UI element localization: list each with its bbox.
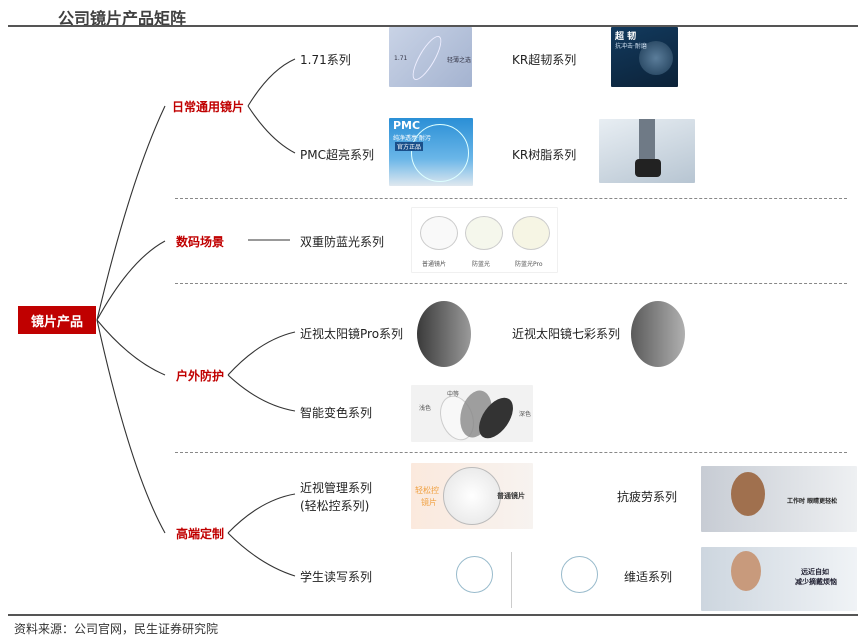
divider — [175, 198, 847, 199]
connector-171 — [247, 58, 296, 107]
connector-outdoor — [96, 319, 166, 376]
lens-kr-tough-image: 超 韧 抗冲击·耐磨 — [611, 27, 678, 87]
bottom-rule — [8, 614, 858, 616]
student-diagram-image — [411, 548, 611, 610]
connector-myopia — [227, 493, 296, 534]
connector-premium — [96, 319, 166, 534]
item-myopia: 近视管理系列 — [300, 481, 373, 495]
item-kr-tough: KR超韧系列 — [512, 53, 577, 67]
connector-photo — [227, 374, 296, 412]
item-weishi: 维适系列 — [624, 570, 673, 584]
weishi-image: 远近自如 减少摘戴烦恼 — [701, 547, 857, 611]
lens-bluelight-image: 普通镜片 防蓝光 防蓝光Pro — [411, 207, 558, 273]
divider — [175, 452, 847, 453]
lens-photochromic-image: 中等 浅色 深色 — [411, 385, 533, 442]
item-student: 学生读写系列 — [300, 570, 373, 584]
connector-pmc — [247, 105, 296, 154]
top-rule — [8, 25, 858, 27]
category-digital: 数码场景 — [176, 235, 225, 249]
root-node: 镜片产品 — [18, 306, 96, 334]
lens-171-image: 1.71 轻薄之选 — [389, 27, 472, 87]
item-anti-fatigue: 抗疲劳系列 — [617, 490, 678, 504]
item-pmc: PMC超亮系列 — [300, 148, 374, 162]
page-title: 公司镜片产品矩阵 — [58, 9, 187, 28]
category-daily: 日常通用镜片 — [172, 100, 245, 114]
item-myopia-sub: (轻松控系列) — [300, 499, 370, 513]
item-photochromic: 智能变色系列 — [300, 406, 373, 420]
anti-fatigue-image: 工作时 眼睛更轻松 — [701, 466, 857, 532]
lens-pmc-image: PMC 纯净透亮·耐污 官方正品 — [389, 118, 473, 186]
lens-sun-pro-image — [411, 297, 475, 371]
connector-daily — [96, 105, 166, 321]
category-outdoor: 户外防护 — [176, 369, 225, 383]
lens-kr-resin-image — [599, 119, 695, 183]
connector-digital — [96, 240, 166, 321]
item-171: 1.71系列 — [300, 53, 351, 67]
lens-sun-color-image — [625, 297, 689, 371]
item-kr-resin: KR树脂系列 — [512, 148, 577, 162]
source-note: 资料来源：公司官网，民生证券研究院 — [14, 622, 219, 636]
divider — [175, 283, 847, 284]
item-bluelight: 双重防蓝光系列 — [300, 235, 385, 249]
item-sun-pro: 近视太阳镜Pro系列 — [300, 327, 404, 341]
connector-sun — [227, 331, 296, 376]
connector-student — [227, 532, 296, 577]
item-sun-color: 近视太阳镜七彩系列 — [512, 327, 621, 341]
category-premium: 高端定制 — [176, 527, 225, 541]
lens-myopia-image: 轻松控 镜片 普通镜片 — [411, 463, 533, 529]
